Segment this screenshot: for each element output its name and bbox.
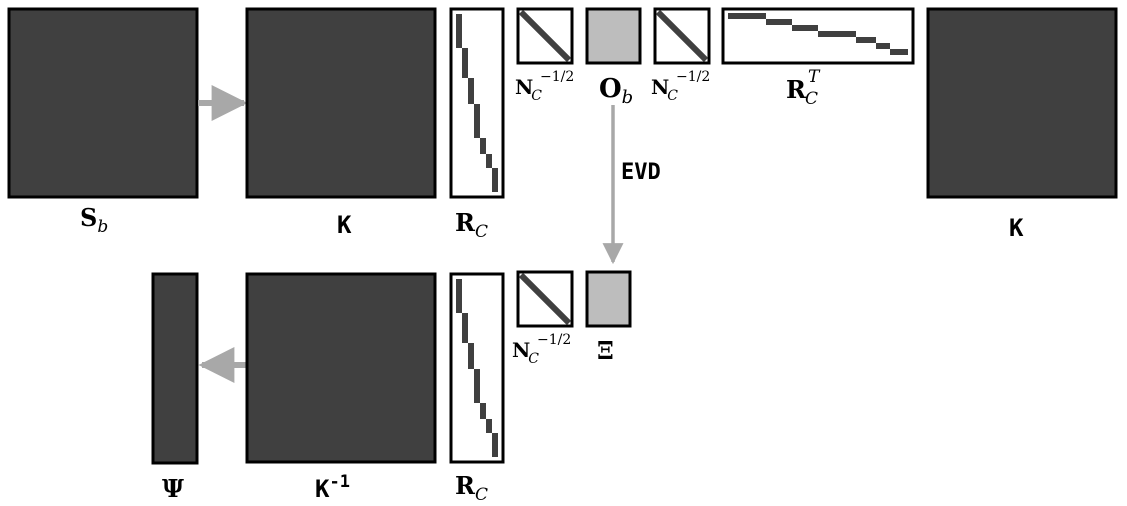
rc-top-staircase — [456, 14, 498, 192]
evd-label: EVD — [621, 160, 661, 185]
s-b-matrix — [7, 7, 199, 199]
rc-bottom-staircase — [456, 279, 498, 457]
xi-matrix — [585, 270, 632, 328]
psi-matrix — [151, 272, 199, 465]
k-matrix-top — [245, 7, 437, 199]
ob-label: Ob — [599, 74, 633, 108]
rct-staircase — [728, 13, 908, 55]
rc-bottom-label: RC — [455, 471, 488, 505]
k-matrix-right — [926, 7, 1118, 199]
nc-right-top-label: NC−1/2 — [651, 69, 710, 104]
k-top-label: K — [337, 211, 352, 239]
nc-left-top-label: NC−1/2 — [515, 69, 574, 104]
nc-right-top-diagonal — [655, 9, 709, 63]
nc-bottom-label: NC−1/2 — [512, 332, 571, 367]
rc-top-label: RC — [455, 208, 488, 242]
nc-bottom-diagonal — [518, 272, 572, 326]
xi-label: Ξ — [597, 336, 614, 365]
k-right-label: K — [1009, 214, 1024, 242]
k-inv-label: K-1 — [315, 472, 350, 503]
ob-matrix — [585, 7, 642, 65]
psi-label: Ψ — [162, 474, 184, 503]
k-inv-matrix — [245, 272, 437, 464]
rct-label: RCT — [786, 67, 821, 109]
nc-left-top-diagonal — [518, 9, 572, 63]
s-b-label: Sb — [80, 203, 108, 237]
